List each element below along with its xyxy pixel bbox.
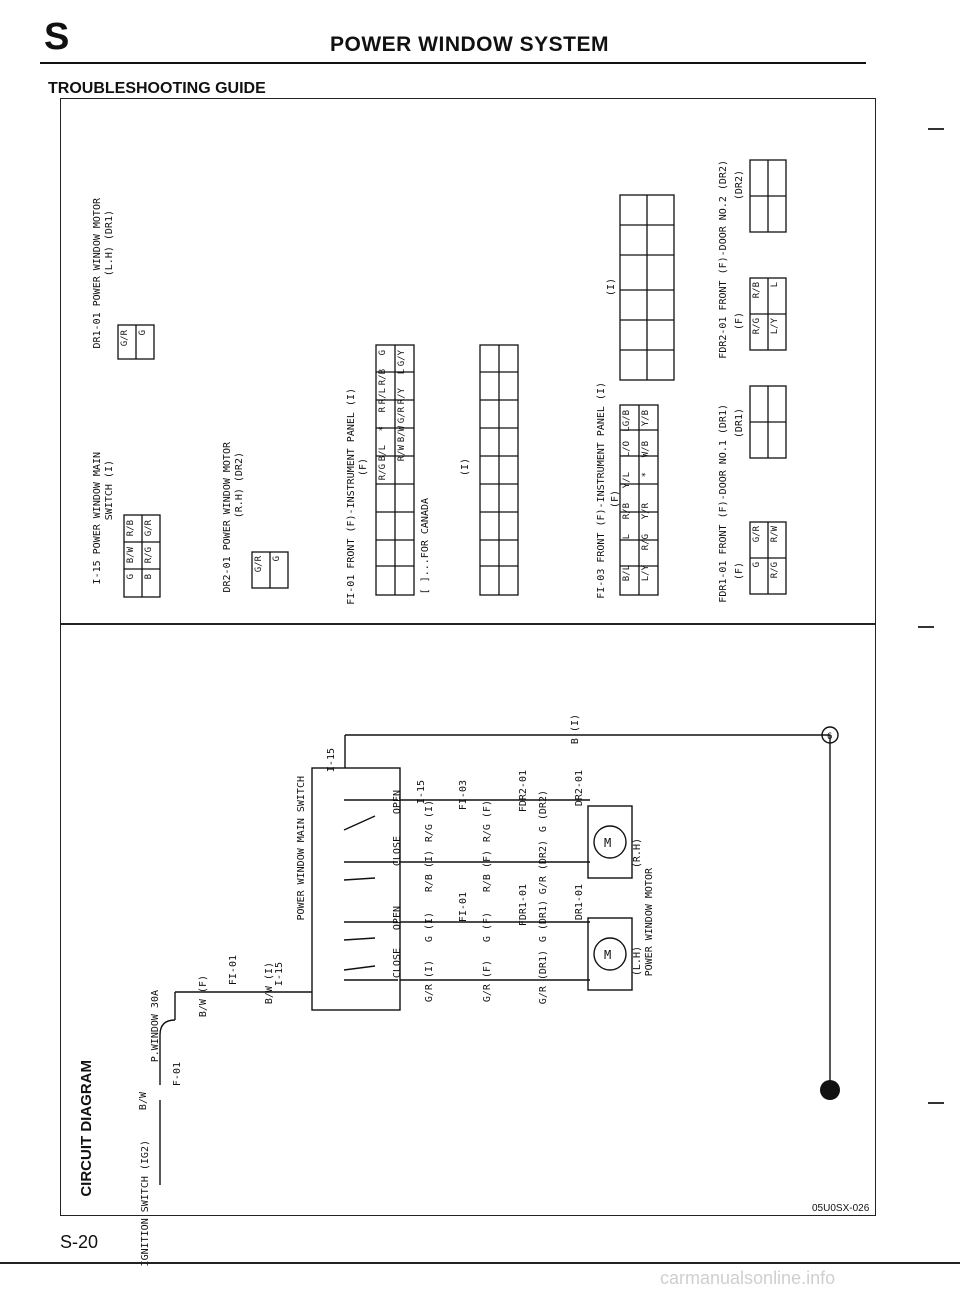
- motor-rh-box: [587, 805, 633, 879]
- i15-connector: [123, 514, 161, 598]
- fdr2-f-connector: [749, 277, 787, 351]
- page-number: S-20: [60, 1232, 99, 1252]
- i15-pin-label: B: [144, 574, 154, 580]
- fi03-pin-label: R/B: [622, 503, 632, 520]
- fuse-symbol: [159, 1019, 176, 1036]
- margin-mark: [928, 128, 944, 130]
- diagram-frame: [60, 98, 876, 1216]
- fi03-pin-label: *: [641, 472, 651, 478]
- fi01-pin-label: R: [378, 407, 388, 413]
- motor-lh-box: [587, 917, 633, 991]
- fi03-pin-label: R/G: [641, 534, 651, 551]
- page-title: POWER WINDOW SYSTEM: [330, 33, 609, 56]
- motor-lh: [593, 937, 627, 971]
- section-letter: S: [44, 16, 70, 58]
- margin-mark: [928, 1102, 944, 1104]
- fdr1-pin-label: G: [752, 562, 762, 568]
- fi01-pin-label: R/Y: [397, 388, 407, 405]
- fi01-pin-label: R/G: [378, 464, 388, 481]
- fi01-pin-label: L: [397, 369, 407, 375]
- header-rule: [40, 62, 866, 64]
- fdr2-pin-label: L: [770, 282, 780, 288]
- fi01-pin-label: G/R: [397, 407, 407, 424]
- dr2-connector: [251, 551, 289, 589]
- i15-pin-label: B/W: [126, 547, 136, 564]
- fdr2-d-connector: [749, 159, 787, 233]
- fi03-pin-label: L/O: [622, 441, 632, 458]
- motor-rh: [593, 825, 627, 859]
- fi03-pin-label: LG/B: [622, 410, 632, 432]
- fi03-pin-label: L/Y: [641, 565, 651, 582]
- fi01-pin-label: G/Y: [397, 350, 407, 367]
- dr2-pin-label: G/R: [254, 556, 264, 573]
- fi03-pin-label: L: [622, 534, 632, 540]
- fi01-i-connector: [479, 344, 519, 596]
- main-switch-box: [311, 767, 401, 1011]
- fdr1-pin-label: R/W: [770, 526, 780, 543]
- fi03-pin-label: B/L: [622, 565, 632, 582]
- fi03-pin-label: Y/B: [641, 410, 651, 427]
- section-title: TROUBLESHOOTING GUIDE: [48, 80, 266, 97]
- frame-divider: [60, 623, 876, 625]
- motor-symbol-lh: M: [604, 948, 611, 962]
- fi03-f-connector: [619, 404, 659, 596]
- fdr2-pin-label: L/Y: [770, 318, 780, 335]
- node-6-number: 6: [827, 732, 832, 742]
- motor-symbol-rh: M: [604, 836, 611, 850]
- fi01-pin-label: B/W: [397, 426, 407, 443]
- fi01-pin-label: B/L: [378, 445, 388, 462]
- dr1-pin-label: G/R: [120, 330, 130, 347]
- dr1-connector: [117, 324, 155, 360]
- figure-code: 05U0SX-026: [812, 1203, 870, 1214]
- fdr1-pin-label: R/G: [770, 562, 780, 579]
- dr2-pin-label: G: [272, 556, 282, 562]
- fi01-pin-label: R/B: [378, 369, 388, 386]
- i15-pin-label: G: [126, 574, 136, 580]
- fi03-pin-label: Y/L: [622, 472, 632, 489]
- watermark: carmanualsonline.info: [660, 1268, 836, 1288]
- margin-mark: [918, 626, 934, 628]
- fi01-pin-label: *: [378, 426, 388, 432]
- fi03-i-connector: [619, 194, 675, 381]
- circuit-wiring: [159, 726, 839, 1185]
- i15-pin-label: R/G: [144, 547, 154, 564]
- fdr1-d-connector: [749, 385, 787, 459]
- fi01-pin-label: G: [378, 350, 388, 356]
- ground-node: [820, 1080, 840, 1100]
- fi03-pin-label: W/B: [641, 441, 651, 458]
- fi03-pin-label: Y/R: [641, 503, 651, 520]
- fdr2-pin-label: R/B: [752, 282, 762, 299]
- fdr1-f-connector: [749, 521, 787, 595]
- fdr1-pin-label: G/R: [752, 526, 762, 543]
- dr1-pin-label: G: [138, 330, 148, 336]
- fi01-pin-label: R/W: [397, 445, 407, 462]
- fdr2-pin-label: R/G: [752, 318, 762, 335]
- footer-rule: [0, 1262, 960, 1264]
- fi01-pin-label: R/L: [378, 388, 388, 405]
- fi01-f-connector: [375, 344, 415, 596]
- i15-pin-label: G/R: [144, 520, 154, 537]
- node-6: [821, 726, 839, 744]
- i15-pin-label: R/B: [126, 520, 136, 537]
